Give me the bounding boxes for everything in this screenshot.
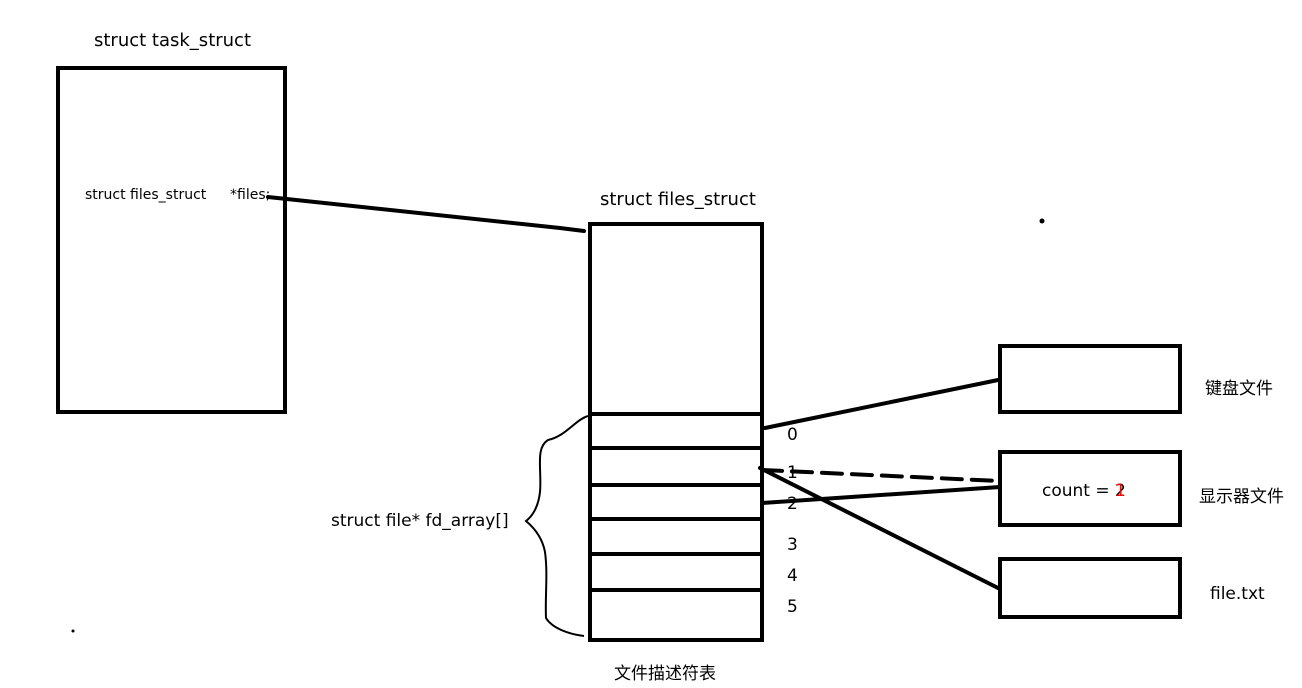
fd-index-4: 4 — [787, 566, 798, 586]
fd-index-0: 0 — [787, 425, 798, 445]
stray-dot — [1039, 218, 1045, 224]
count-value-new: 1 — [1115, 481, 1126, 501]
count-value-old: 2 — [1115, 481, 1126, 501]
files-struct-box — [588, 222, 764, 642]
keyboard-file-box — [998, 344, 1182, 414]
fd-array-label: struct file* fd_array[] — [331, 511, 509, 531]
fd-index-3: 3 — [787, 535, 798, 555]
fd-row-divider — [590, 412, 762, 416]
file-txt-label: file.txt — [1210, 584, 1265, 604]
fd-row-divider — [590, 588, 762, 592]
fd-index-2: 2 — [787, 494, 798, 514]
files-field-type: struct files_struct — [85, 187, 207, 203]
display-file-label: 显示器文件 — [1199, 487, 1284, 507]
fd-table-caption: 文件描述符表 — [614, 664, 716, 684]
fd0-pointer-line — [763, 378, 1000, 430]
fd-row-divider — [590, 483, 762, 487]
count-prefix: count = — [1042, 481, 1116, 501]
stray-dot — [71, 629, 75, 633]
file-txt-box — [998, 557, 1182, 619]
fd-index-1: 1 — [787, 463, 798, 483]
fd-index-5: 5 — [787, 597, 798, 617]
fd-row-divider — [590, 446, 762, 450]
files-field-name: *files; — [230, 187, 271, 203]
files-pointer-arrow — [266, 195, 586, 233]
files-struct-title: struct files_struct — [600, 189, 756, 210]
keyboard-file-label: 键盘文件 — [1205, 379, 1273, 399]
fd-array-brace — [524, 415, 589, 637]
task-struct-title: struct task_struct — [94, 30, 252, 51]
task-struct-box — [56, 66, 287, 414]
fd-row-divider — [590, 517, 762, 521]
fd-row-divider — [590, 552, 762, 556]
